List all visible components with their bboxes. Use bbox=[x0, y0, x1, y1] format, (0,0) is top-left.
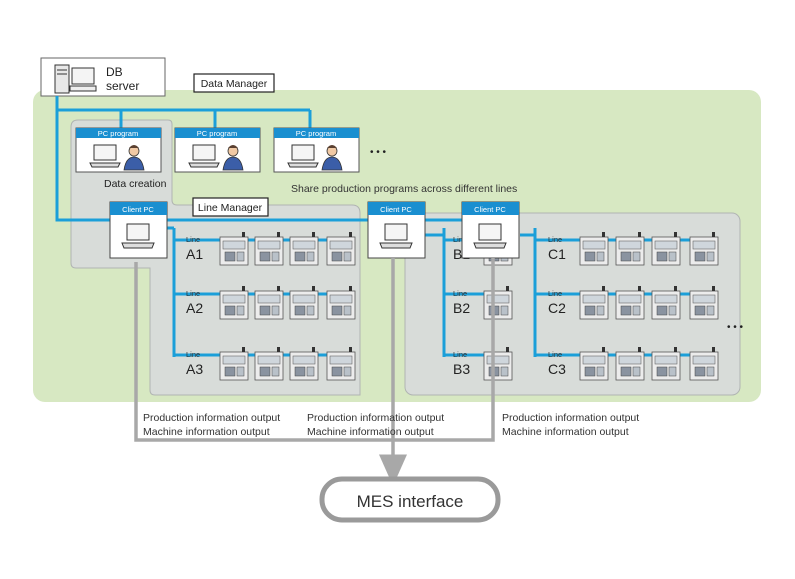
laptop-icon bbox=[473, 223, 507, 249]
line-word: Line bbox=[548, 235, 562, 244]
machine-icon bbox=[254, 286, 284, 320]
output-production-2: Production information output bbox=[307, 412, 444, 424]
laptop-icon bbox=[379, 223, 413, 249]
pc-program-box: PC program bbox=[75, 127, 162, 173]
server-icon bbox=[54, 64, 97, 94]
pc-program-label: PC program bbox=[296, 129, 336, 138]
machine-icon bbox=[219, 286, 249, 320]
line-id: C3 bbox=[548, 361, 566, 377]
data-manager-panel bbox=[70, 119, 361, 396]
client-pc-box: Client PC bbox=[367, 201, 426, 259]
data-creation-label: Data creation bbox=[104, 178, 167, 190]
mes-interface-label: MES interface bbox=[357, 492, 464, 511]
machine-icon bbox=[615, 286, 645, 320]
machine-icon bbox=[289, 286, 319, 320]
line-id: C1 bbox=[548, 246, 566, 262]
output-machine-1: Machine information output bbox=[143, 426, 270, 438]
ellipsis-top: • • • bbox=[370, 147, 387, 158]
pc-program-label: PC program bbox=[197, 129, 237, 138]
machine-icon bbox=[579, 347, 609, 381]
line-id: B2 bbox=[453, 300, 470, 316]
client-pc-label: Client PC bbox=[380, 205, 412, 214]
machine-icon bbox=[254, 232, 284, 266]
line-word: Line bbox=[453, 289, 467, 298]
line-id: A3 bbox=[186, 361, 203, 377]
machine-icon bbox=[219, 347, 249, 381]
line-manager-tag bbox=[192, 197, 269, 217]
data-manager-label: Data Manager bbox=[201, 78, 268, 90]
machine-icon bbox=[254, 347, 284, 381]
top-network-lines bbox=[55, 96, 462, 222]
machine-icon bbox=[483, 286, 513, 320]
output-machine-2: Machine information output bbox=[307, 426, 434, 438]
laptop-icon bbox=[188, 144, 220, 168]
output-production-1: Production information output bbox=[143, 412, 280, 424]
machine-icon bbox=[326, 286, 356, 320]
line-word: Line bbox=[548, 289, 562, 298]
line-word: Line bbox=[186, 350, 200, 359]
machine-icon bbox=[579, 232, 609, 266]
share-programs-label: Share production programs across differe… bbox=[291, 183, 517, 195]
laptop-icon bbox=[121, 223, 155, 249]
machine-icon bbox=[615, 347, 645, 381]
machine-icon bbox=[651, 347, 681, 381]
machine-icon bbox=[615, 232, 645, 266]
machine-icon bbox=[289, 347, 319, 381]
machine-icon bbox=[219, 232, 249, 266]
line-word: Line bbox=[186, 235, 200, 244]
machine-icon bbox=[289, 232, 319, 266]
pc-program-label: PC program bbox=[98, 129, 138, 138]
ellipsis-right: • • • bbox=[727, 322, 744, 333]
output-production-3: Production information output bbox=[502, 412, 639, 424]
client-pc-label: Client PC bbox=[122, 205, 154, 214]
line-manager-label: Line Manager bbox=[198, 202, 263, 214]
line-word: Line bbox=[453, 235, 467, 244]
laptop-icon bbox=[287, 144, 319, 168]
laptop-icon bbox=[89, 144, 121, 168]
machine-icon bbox=[579, 286, 609, 320]
machine-icon bbox=[483, 347, 513, 381]
db-server-label-line2: server bbox=[106, 79, 139, 93]
person-icon bbox=[222, 145, 244, 171]
output-lines bbox=[134, 258, 495, 486]
line-word: Line bbox=[453, 350, 467, 359]
machine-icon bbox=[326, 347, 356, 381]
output-machine-3: Machine information output bbox=[502, 426, 629, 438]
person-icon bbox=[123, 145, 145, 171]
client-pc-box: Client PC bbox=[461, 201, 520, 259]
mes-interface-box bbox=[319, 476, 501, 523]
machine-icon bbox=[689, 286, 719, 320]
data-manager-tag bbox=[193, 73, 275, 93]
line-id: B3 bbox=[453, 361, 470, 377]
client-pc-label: Client PC bbox=[474, 205, 506, 214]
db-server-label-line1: DB bbox=[106, 65, 123, 79]
line-word: Line bbox=[548, 350, 562, 359]
client-pc-box: Client PC bbox=[109, 201, 168, 259]
line-id: A2 bbox=[186, 300, 203, 316]
person-icon bbox=[321, 145, 343, 171]
line-id: C2 bbox=[548, 300, 566, 316]
machine-icon bbox=[651, 232, 681, 266]
machine-icon bbox=[326, 232, 356, 266]
pc-program-box: PC program bbox=[273, 127, 360, 173]
machine-icon bbox=[689, 232, 719, 266]
machine-icon bbox=[689, 347, 719, 381]
line-word: Line bbox=[186, 289, 200, 298]
pc-program-box: PC program bbox=[174, 127, 261, 173]
line-id: A1 bbox=[186, 246, 203, 262]
machine-icon bbox=[651, 286, 681, 320]
